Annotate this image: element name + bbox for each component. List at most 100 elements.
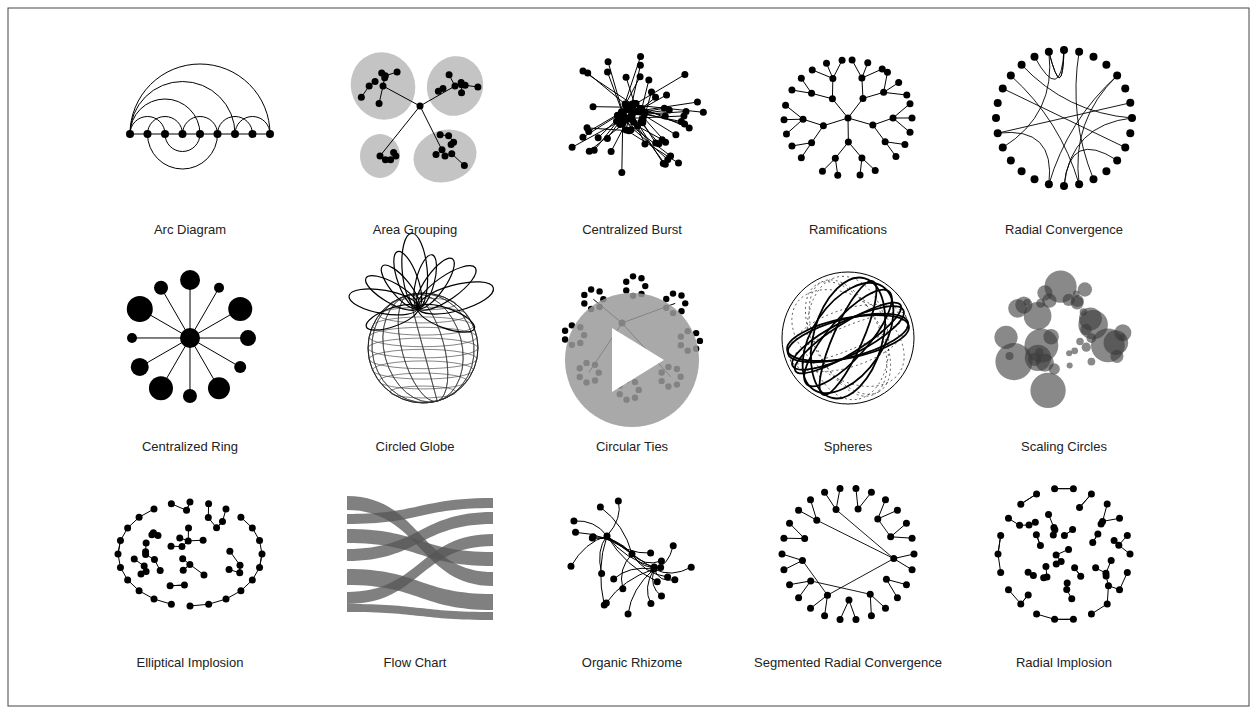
network-dot (1017, 501, 1024, 508)
network-dot (1126, 99, 1134, 107)
network-dot (1064, 580, 1071, 587)
network-dot (845, 138, 852, 145)
network-dot (635, 107, 642, 114)
network-dot (999, 85, 1007, 93)
network-dot (672, 131, 679, 138)
globe-grid (390, 386, 456, 398)
network-dot (567, 563, 574, 570)
network-dot (795, 594, 802, 601)
scaled-circle (1079, 307, 1102, 330)
network-dot (852, 616, 859, 623)
network-dot (629, 100, 636, 107)
network-dot (358, 94, 365, 101)
globe-loop (388, 248, 427, 311)
flow-band (347, 569, 493, 610)
network-dot (181, 582, 188, 589)
network-dot (596, 288, 602, 294)
network-dot (205, 514, 212, 521)
network-dot (997, 569, 1004, 576)
network-dot (608, 148, 615, 155)
network-dot (868, 612, 875, 619)
network-dot (783, 130, 790, 137)
network-dot (185, 537, 192, 544)
network-dot (667, 153, 674, 160)
network-dot (570, 517, 577, 524)
network-dot (813, 517, 820, 524)
network-dot (801, 535, 808, 542)
network-dot (1058, 558, 1065, 565)
network-dot (200, 537, 207, 544)
network-dot (205, 500, 212, 507)
network-dot (670, 290, 676, 296)
network-dot (997, 532, 1004, 539)
network-dot (1030, 53, 1038, 61)
network-dot (237, 587, 244, 594)
network-dot (1113, 156, 1121, 164)
network-dot (372, 78, 379, 85)
sphere-orbit (774, 270, 922, 407)
network-link (614, 568, 654, 579)
network-link (607, 116, 623, 139)
network-dot (176, 534, 183, 541)
network-dot (131, 358, 149, 376)
network-dot (617, 117, 624, 124)
network-dot (1104, 600, 1111, 607)
network-dot (671, 576, 678, 583)
chart-caption: Radial Implosion (1016, 655, 1112, 671)
network-dot (236, 569, 243, 576)
network-dot (1104, 501, 1111, 508)
network-dot (131, 556, 138, 563)
scaled-circle (1036, 354, 1054, 372)
network-dot (591, 147, 598, 154)
network-dot (892, 153, 899, 160)
network-dot (445, 132, 452, 139)
elliptical-implosion (115, 499, 266, 610)
network-dot (595, 134, 602, 141)
network-dot (845, 596, 852, 603)
radial-implosion (995, 485, 1134, 623)
network-dot (882, 138, 889, 145)
network-link (594, 118, 620, 150)
network-dot (1026, 521, 1033, 528)
network-dot (1075, 48, 1083, 56)
network-dot (1089, 53, 1097, 61)
network-link (653, 569, 662, 596)
network-dot (625, 610, 632, 617)
network-dot (1099, 518, 1106, 525)
network-dot (581, 300, 587, 306)
network-link (1064, 149, 1117, 186)
segmented-radial-convergence (779, 485, 918, 623)
network-dot (909, 115, 916, 122)
globe-grid (360, 282, 487, 415)
network-dot (637, 62, 644, 69)
network-dot (798, 154, 805, 161)
network-dot (858, 154, 865, 161)
network-dot (808, 139, 815, 146)
network-dot (474, 84, 481, 91)
network-dot (1124, 569, 1131, 576)
network-dot (154, 532, 161, 539)
network-dot (629, 108, 636, 115)
network-dot (1088, 611, 1095, 618)
network-dot (620, 110, 627, 117)
network-dot (228, 297, 252, 321)
globe-grid (356, 281, 491, 416)
network-dot (652, 139, 659, 146)
network-dot (894, 594, 901, 601)
network-dot (903, 520, 910, 527)
frame-border (8, 8, 1249, 706)
scaled-circle (1091, 328, 1125, 362)
scaled-circle (995, 343, 1032, 380)
network-dot (581, 292, 587, 298)
network-link (998, 103, 1131, 133)
network-dot (867, 591, 874, 598)
network-dot (824, 592, 831, 599)
network-dot (1088, 490, 1095, 497)
network-dot (651, 563, 658, 570)
network-link (628, 569, 654, 614)
group-area (419, 49, 490, 123)
network-dot (882, 496, 889, 503)
network-dot (562, 336, 568, 342)
network-dot (837, 485, 844, 492)
network-dot (127, 296, 153, 322)
